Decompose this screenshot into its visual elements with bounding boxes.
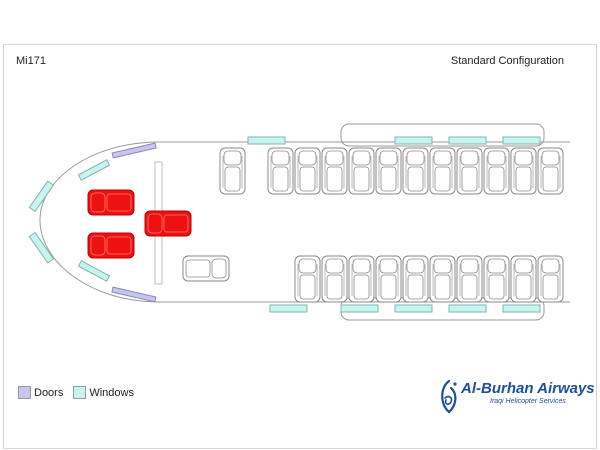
upper-panel — [340, 123, 545, 147]
passenger-seat — [429, 147, 456, 195]
fuselage-outline — [39, 141, 570, 303]
passenger-seat — [321, 147, 348, 195]
passenger-seat — [219, 147, 246, 195]
passenger-seat — [537, 255, 564, 303]
window-top-1 — [247, 136, 286, 145]
windows-swatch — [73, 386, 87, 399]
passenger-seat — [402, 147, 429, 195]
brand-name: Al-Burhan Airways — [461, 380, 595, 397]
brand-block: Al-Burhan Airways Iraqi Helicopter Servi… — [436, 378, 595, 418]
passenger-seat — [456, 255, 483, 303]
passenger-row-upper — [219, 147, 564, 195]
configuration-label: Standard Configuration — [450, 55, 564, 67]
passenger-seat — [429, 255, 456, 303]
window-nose-1 — [28, 180, 55, 213]
passenger-seat — [294, 255, 321, 303]
window-nose-3 — [77, 159, 111, 181]
passenger-seat — [510, 255, 537, 303]
crew-seat-copilot — [87, 232, 135, 259]
window-top-3 — [448, 136, 487, 145]
doors-label: Doors — [34, 386, 64, 399]
door-upper — [111, 142, 157, 159]
passenger-seat — [510, 147, 537, 195]
crew-seat-engineer — [144, 210, 192, 237]
passenger-seat — [483, 147, 510, 195]
brand-tagline: Iraqi Helicopter Services — [490, 398, 566, 405]
crew-seat-pilot — [87, 189, 135, 216]
door-lower — [111, 286, 157, 303]
passenger-seat — [375, 255, 402, 303]
window-nose-2 — [28, 231, 55, 264]
window-top-4 — [502, 136, 541, 145]
passenger-seat — [321, 255, 348, 303]
doors — [111, 142, 157, 303]
passenger-seat — [483, 255, 510, 303]
window-top-2 — [394, 136, 433, 145]
window-bottom-2 — [340, 304, 379, 313]
window-bottom-1 — [269, 304, 308, 313]
passenger-seat — [402, 255, 429, 303]
legend-item-windows: Windows — [73, 386, 134, 399]
window-bottom-4 — [448, 304, 487, 313]
passenger-seat — [456, 147, 483, 195]
window-nose-4 — [77, 260, 111, 282]
passenger-seat — [294, 147, 321, 195]
window-bottom-3 — [394, 304, 433, 313]
passenger-seat — [375, 147, 402, 195]
passenger-row-lower — [294, 255, 564, 303]
aircraft-model-label: Mi171 — [16, 55, 46, 67]
windows — [28, 136, 541, 313]
doors-swatch — [18, 386, 31, 399]
crew-seats — [87, 189, 192, 259]
calligraphy-emblem-icon — [441, 379, 457, 414]
passenger-seat — [267, 147, 294, 195]
legend: Doors Windows — [18, 386, 144, 399]
passenger-seat — [348, 255, 375, 303]
jump-seat — [182, 255, 230, 282]
windows-label: Windows — [89, 386, 134, 399]
legend-item-doors: Doors — [18, 386, 63, 399]
window-bottom-5 — [502, 304, 541, 313]
passenger-seat — [537, 147, 564, 195]
passenger-seat — [348, 147, 375, 195]
